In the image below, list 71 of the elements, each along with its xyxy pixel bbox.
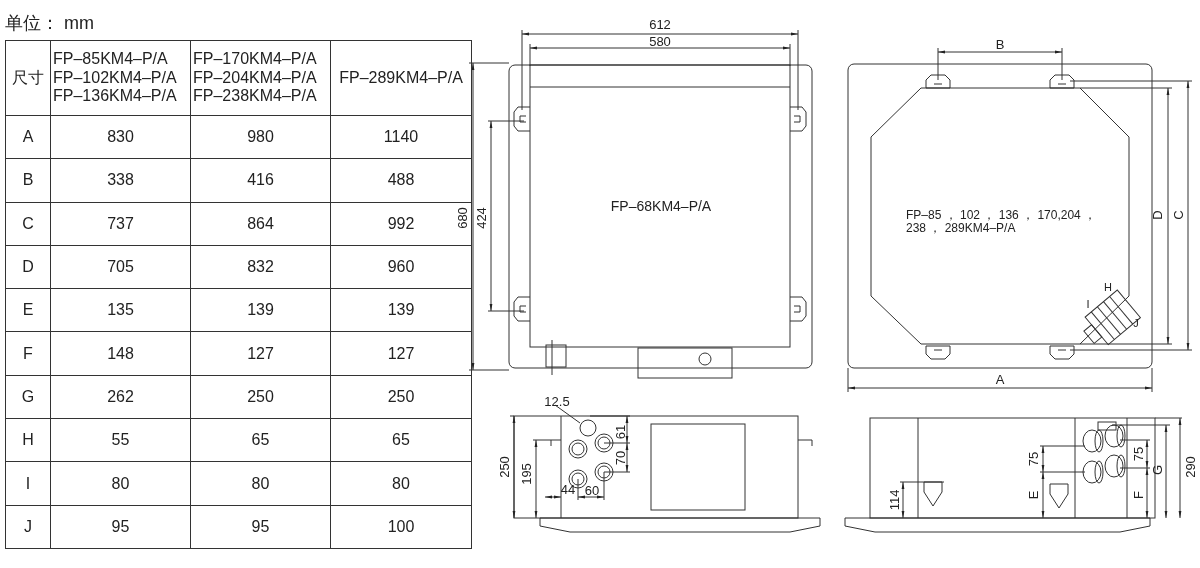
table-cell: 864: [190, 202, 331, 246]
table-cell: 65: [190, 418, 331, 462]
dimension-label: F: [1131, 491, 1147, 499]
table-cell: 139: [330, 288, 472, 332]
table-cell: 135: [50, 288, 191, 332]
unit-note: 单位： mm: [5, 14, 94, 34]
dimension-label: 75: [1026, 451, 1042, 467]
row-header: J: [5, 505, 51, 549]
table-cell: 80: [50, 461, 191, 506]
dimension-label: E: [1026, 490, 1042, 500]
column-header: FP–170KM4–P/A FP–204KM4–P/A FP–238KM4–P/A: [190, 40, 331, 116]
row-header: D: [5, 245, 51, 289]
dimension-label: H: [1104, 280, 1112, 294]
row-header: C: [5, 202, 51, 246]
table-cell: 250: [190, 375, 331, 419]
table-cell: 830: [50, 115, 191, 159]
table-cell: 250: [330, 375, 472, 419]
table-cell: 737: [50, 202, 191, 246]
model-label: FP–85 ， 102 ， 136 ， 170,204 ， 238 ， 289KM4–P/A: [906, 208, 1098, 236]
dimension-label: I: [1086, 297, 1090, 311]
row-header: F: [5, 332, 51, 376]
dimension-label: D: [1150, 210, 1166, 220]
table-cell: 832: [190, 245, 331, 289]
dimension-label: 12.5: [544, 394, 570, 410]
dimension-label: 250: [497, 456, 513, 478]
column-header: 尺寸: [5, 40, 51, 116]
table-cell: 127: [330, 332, 472, 376]
table-cell: 100: [330, 505, 472, 549]
dimension-label: C: [1171, 210, 1187, 220]
table-cell: 488: [330, 158, 472, 203]
row-header: G: [5, 375, 51, 419]
dimension-label: 75: [1131, 446, 1147, 462]
column-header: FP–85KM4–P/A FP–102KM4–P/A FP–136KM4–P/A: [50, 40, 191, 116]
row-header: A: [5, 115, 51, 159]
dimension-label: 290: [1183, 456, 1199, 478]
row-header: E: [5, 288, 51, 332]
dimension-label: A: [995, 372, 1005, 388]
dimension-label: 61: [613, 424, 629, 440]
table-cell: 80: [330, 461, 472, 506]
table-cell: 95: [50, 505, 191, 549]
table-cell: 960: [330, 245, 472, 289]
table-cell: 980: [190, 115, 331, 159]
table-cell: 148: [50, 332, 191, 376]
table-cell: 262: [50, 375, 191, 419]
dimension-label: 680: [455, 207, 471, 229]
dimension-label: 195: [519, 463, 535, 485]
table-cell: 95: [190, 505, 331, 549]
dimension-label: 70: [613, 450, 629, 466]
row-header: B: [5, 158, 51, 203]
model-label: FP–68KM4–P/A: [610, 199, 712, 215]
dimension-label: 580: [649, 34, 671, 50]
table-cell: 127: [190, 332, 331, 376]
dimension-label: 424: [474, 207, 490, 229]
table-cell: 139: [190, 288, 331, 332]
table-cell: 65: [330, 418, 472, 462]
dimension-label: 44: [560, 482, 576, 498]
dimension-label: 60: [584, 483, 600, 499]
table-cell: 338: [50, 158, 191, 203]
table-cell: 1140: [330, 115, 472, 159]
dimension-label: J: [1133, 316, 1139, 330]
table-cell: 55: [50, 418, 191, 462]
dimension-label: 612: [649, 17, 671, 33]
table-cell: 80: [190, 461, 331, 506]
row-header: H: [5, 418, 51, 462]
dimension-label: 114: [887, 489, 903, 511]
dimension-label: B: [995, 37, 1005, 53]
column-header: FP–289KM4–P/A: [330, 40, 472, 116]
row-header: I: [5, 461, 51, 506]
table-cell: 705: [50, 245, 191, 289]
dimension-label: G: [1150, 464, 1166, 476]
table-cell: 416: [190, 158, 331, 203]
